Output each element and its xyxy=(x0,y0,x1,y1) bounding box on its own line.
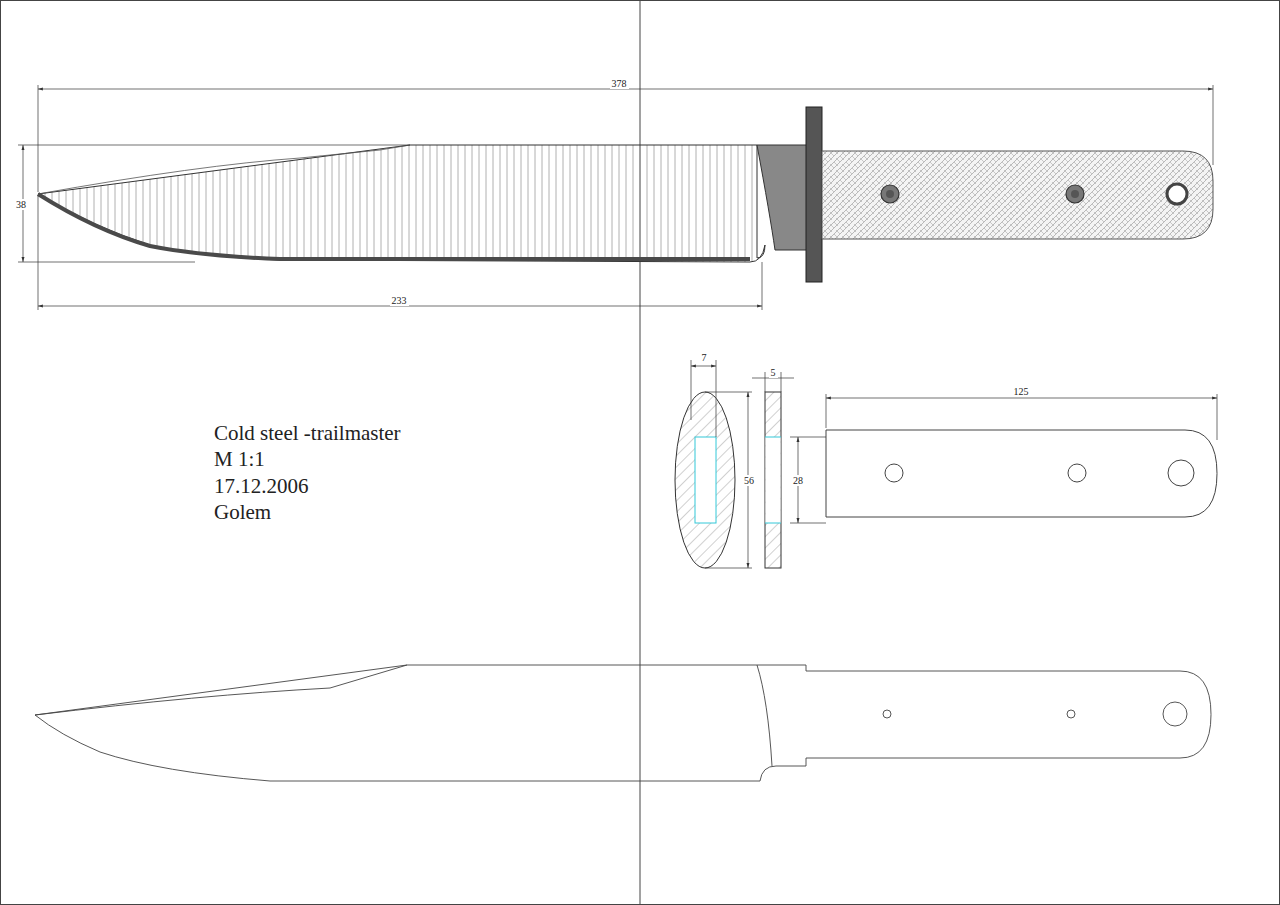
ricasso-line xyxy=(757,665,772,766)
extension-line xyxy=(762,262,763,310)
slot-edge xyxy=(765,437,781,438)
dimension-value: 5 xyxy=(769,367,778,378)
dimension-value: 56 xyxy=(742,475,756,486)
guard-slot xyxy=(766,437,781,523)
extension-line xyxy=(790,523,826,524)
lanyard-tube xyxy=(1167,184,1187,204)
pin-hole xyxy=(1068,464,1086,482)
dimension-value: 233 xyxy=(390,295,409,306)
dimension-line xyxy=(691,366,716,367)
extension-line xyxy=(18,145,410,146)
sheet-fold-line xyxy=(640,0,641,905)
extension-line xyxy=(826,394,827,428)
pin-hole xyxy=(885,464,903,482)
assembled-knife xyxy=(38,107,1213,282)
handle-section xyxy=(675,392,1217,568)
extension-line xyxy=(705,392,752,393)
guard xyxy=(806,107,822,282)
dimensions-middle xyxy=(691,360,1217,568)
dimension-value: 38 xyxy=(14,199,28,210)
extension-line xyxy=(790,437,826,438)
blade-blank xyxy=(35,665,1211,781)
dimension-value: 125 xyxy=(1012,386,1031,397)
guard-section xyxy=(765,392,781,568)
title-block-line: Cold steel -trailmaster xyxy=(214,422,401,445)
dimensions-top xyxy=(18,85,1213,310)
extension-line xyxy=(38,196,39,310)
ricasso xyxy=(757,145,808,250)
dimension-line xyxy=(38,89,1213,90)
extension-line xyxy=(765,372,766,392)
extension-line xyxy=(1217,394,1218,440)
dimension-value: 7 xyxy=(700,352,709,363)
extension-line xyxy=(18,262,195,263)
pin-hole xyxy=(1067,710,1075,718)
handle xyxy=(822,151,1213,239)
pin xyxy=(1066,185,1084,203)
tang-slot xyxy=(695,437,716,523)
extension-line xyxy=(705,568,752,569)
swedge-line xyxy=(38,145,410,194)
swedge-line xyxy=(35,665,407,715)
lanyard-hole xyxy=(1163,702,1187,726)
pin-center xyxy=(1071,190,1079,198)
pin-center xyxy=(886,190,894,198)
dimension-line xyxy=(38,306,762,307)
blank-outline xyxy=(35,665,1211,781)
slot-edge xyxy=(765,523,781,524)
extension-line xyxy=(1213,85,1214,165)
blade xyxy=(38,145,765,262)
dimension-line xyxy=(826,398,1217,399)
handle-scale xyxy=(826,430,1217,517)
extension-line xyxy=(38,85,39,192)
dimension-value: 28 xyxy=(791,475,805,486)
title-block-line: 17.12.2006 xyxy=(214,475,309,498)
pin-hole xyxy=(883,710,891,718)
extension-line xyxy=(716,360,717,437)
handle-cross-section xyxy=(675,392,735,568)
extension-line xyxy=(781,372,782,392)
swedge-bevel xyxy=(290,145,410,162)
dimension-line xyxy=(752,378,794,379)
title-block-line: Golem xyxy=(214,501,271,524)
dimension-value: 378 xyxy=(610,78,629,89)
pin xyxy=(881,185,899,203)
edge-bevel xyxy=(38,194,750,259)
title-block-line: M 1:1 xyxy=(214,448,265,471)
extension-line xyxy=(691,360,692,420)
lanyard-hole xyxy=(1168,460,1194,486)
